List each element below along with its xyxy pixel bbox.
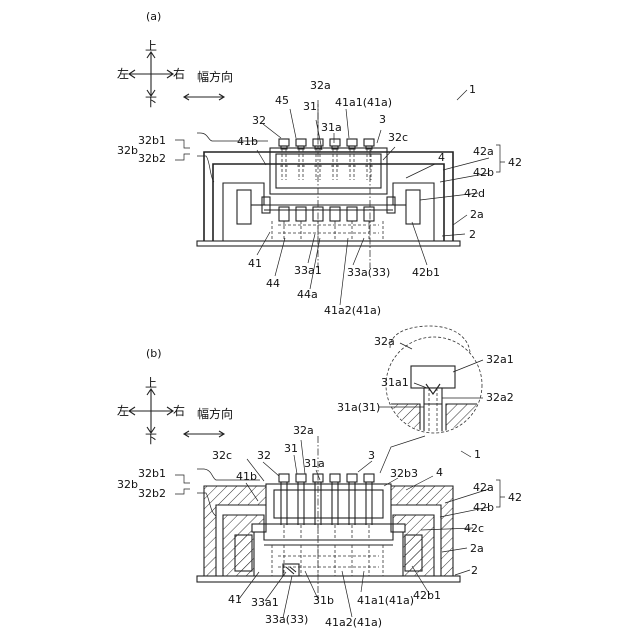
- label-31-b: 31: [284, 442, 298, 455]
- detail-view: 32a 32a1 31a1 32a2 31a(31): [337, 326, 514, 473]
- figure-a: (a) 上 下 左 右 幅方向: [117, 10, 522, 317]
- dir-down: 下: [145, 95, 157, 109]
- label-42b1: 42b1: [412, 266, 440, 279]
- upper-chamber-32: [270, 148, 387, 194]
- label-41: 41: [248, 257, 262, 270]
- label-32b: 32b: [117, 144, 138, 157]
- detail-label-31a: 31a(31): [337, 401, 380, 414]
- side-block-left-b: [235, 535, 252, 571]
- label-44a: 44a: [297, 288, 318, 301]
- tray-4-b: [264, 524, 393, 540]
- base-plate-2-b: [197, 576, 460, 582]
- label-42b: 42b: [473, 166, 494, 179]
- label-42a: 42a: [473, 145, 494, 158]
- label-32b-b: 32b: [117, 478, 138, 491]
- label-32b2: 32b2: [138, 152, 166, 165]
- label-42-b: 42: [508, 491, 522, 504]
- dir-left-b: 左: [117, 403, 129, 418]
- screw-row-a: [279, 139, 374, 180]
- label-2a-b: 2a: [470, 542, 484, 555]
- label-3-b: 3: [368, 449, 375, 462]
- dir-up: 上: [145, 39, 157, 53]
- label-33a1: 33a1: [294, 264, 322, 277]
- dir-left: 左: [117, 66, 129, 81]
- label-31a-b: 31a: [304, 457, 325, 470]
- label-4-b: 4: [436, 466, 443, 479]
- label-2: 2: [469, 228, 476, 241]
- dir-up-b: 上: [145, 376, 157, 390]
- label-32b1: 32b1: [138, 134, 166, 147]
- base-plate-2: [197, 241, 460, 246]
- label-41a2: 41a2(41a): [324, 304, 381, 317]
- label-31b-b: 31b: [313, 594, 334, 607]
- label-31: 31: [303, 100, 317, 113]
- direction-indicator-b: 上 下 左 右 幅方向: [117, 376, 233, 446]
- label-32b1-b: 32b1: [138, 467, 166, 480]
- label-42c-b: 42c: [464, 522, 484, 535]
- label-3: 3: [379, 113, 386, 126]
- label-32-b: 32: [257, 449, 271, 462]
- label-32a: 32a: [310, 79, 331, 92]
- detail-label-32a: 32a: [374, 335, 395, 348]
- label-32b2-b: 32b2: [138, 487, 166, 500]
- label-32b3-b: 32b3: [390, 467, 418, 480]
- dir-width-b: 幅方向: [197, 406, 233, 421]
- label-2a: 2a: [470, 208, 484, 221]
- label-44: 44: [266, 277, 280, 290]
- tray-4: [264, 194, 393, 205]
- label-33a-b: 33a(33): [265, 613, 308, 626]
- detail-label-31a1: 31a1: [381, 376, 409, 389]
- label-41-b: 41: [228, 593, 242, 606]
- pin-row-a: [272, 207, 383, 241]
- label-42: 42: [508, 156, 522, 169]
- label-41a1: 41a1(41a): [335, 96, 392, 109]
- label-33a: 33a(33): [347, 266, 390, 279]
- side-block-right: [406, 190, 420, 224]
- label-41b-b: 41b: [236, 470, 257, 483]
- side-block-right-b: [405, 535, 422, 571]
- label-31a: 31a: [321, 121, 342, 134]
- label-33a1-b: 33a1: [251, 596, 279, 609]
- frame-32b: [204, 152, 453, 241]
- detail-label-32a1: 32a1: [486, 353, 514, 366]
- label-42b-b: 42b: [473, 501, 494, 514]
- label-1: 1: [469, 83, 476, 96]
- panel-label-b: (b): [146, 347, 162, 360]
- label-2-b: 2: [471, 564, 478, 577]
- label-32c-b: 32c: [212, 449, 232, 462]
- dir-down-b: 下: [145, 432, 157, 446]
- label-42a-b: 42a: [473, 481, 494, 494]
- label-32c: 32c: [388, 131, 408, 144]
- bracket-42b: [223, 183, 434, 241]
- dir-right: 右: [173, 66, 185, 81]
- label-32: 32: [252, 114, 266, 127]
- label-45: 45: [275, 94, 289, 107]
- panel-label-a: (a): [146, 10, 161, 23]
- dir-right-b: 右: [173, 403, 185, 418]
- direction-indicator-a: 上 下 左 右 幅方向: [117, 39, 233, 109]
- detail-label-32a2: 32a2: [486, 391, 514, 404]
- label-1-b: 1: [474, 448, 481, 461]
- pin-row-b: [272, 545, 383, 576]
- label-42b1-b: 42b1: [413, 589, 441, 602]
- label-41b: 41b: [237, 135, 258, 148]
- figure-b: (b) 上 下 左 右 幅方向: [117, 326, 522, 629]
- label-4: 4: [438, 151, 445, 164]
- side-block-left: [237, 190, 251, 224]
- label-42d: 42d: [464, 187, 485, 200]
- label-41a2-b: 41a2(41a): [325, 616, 382, 629]
- label-41a1-b: 41a1(41a): [357, 594, 414, 607]
- dir-width: 幅方向: [197, 69, 233, 84]
- label-32a-b: 32a: [293, 424, 314, 437]
